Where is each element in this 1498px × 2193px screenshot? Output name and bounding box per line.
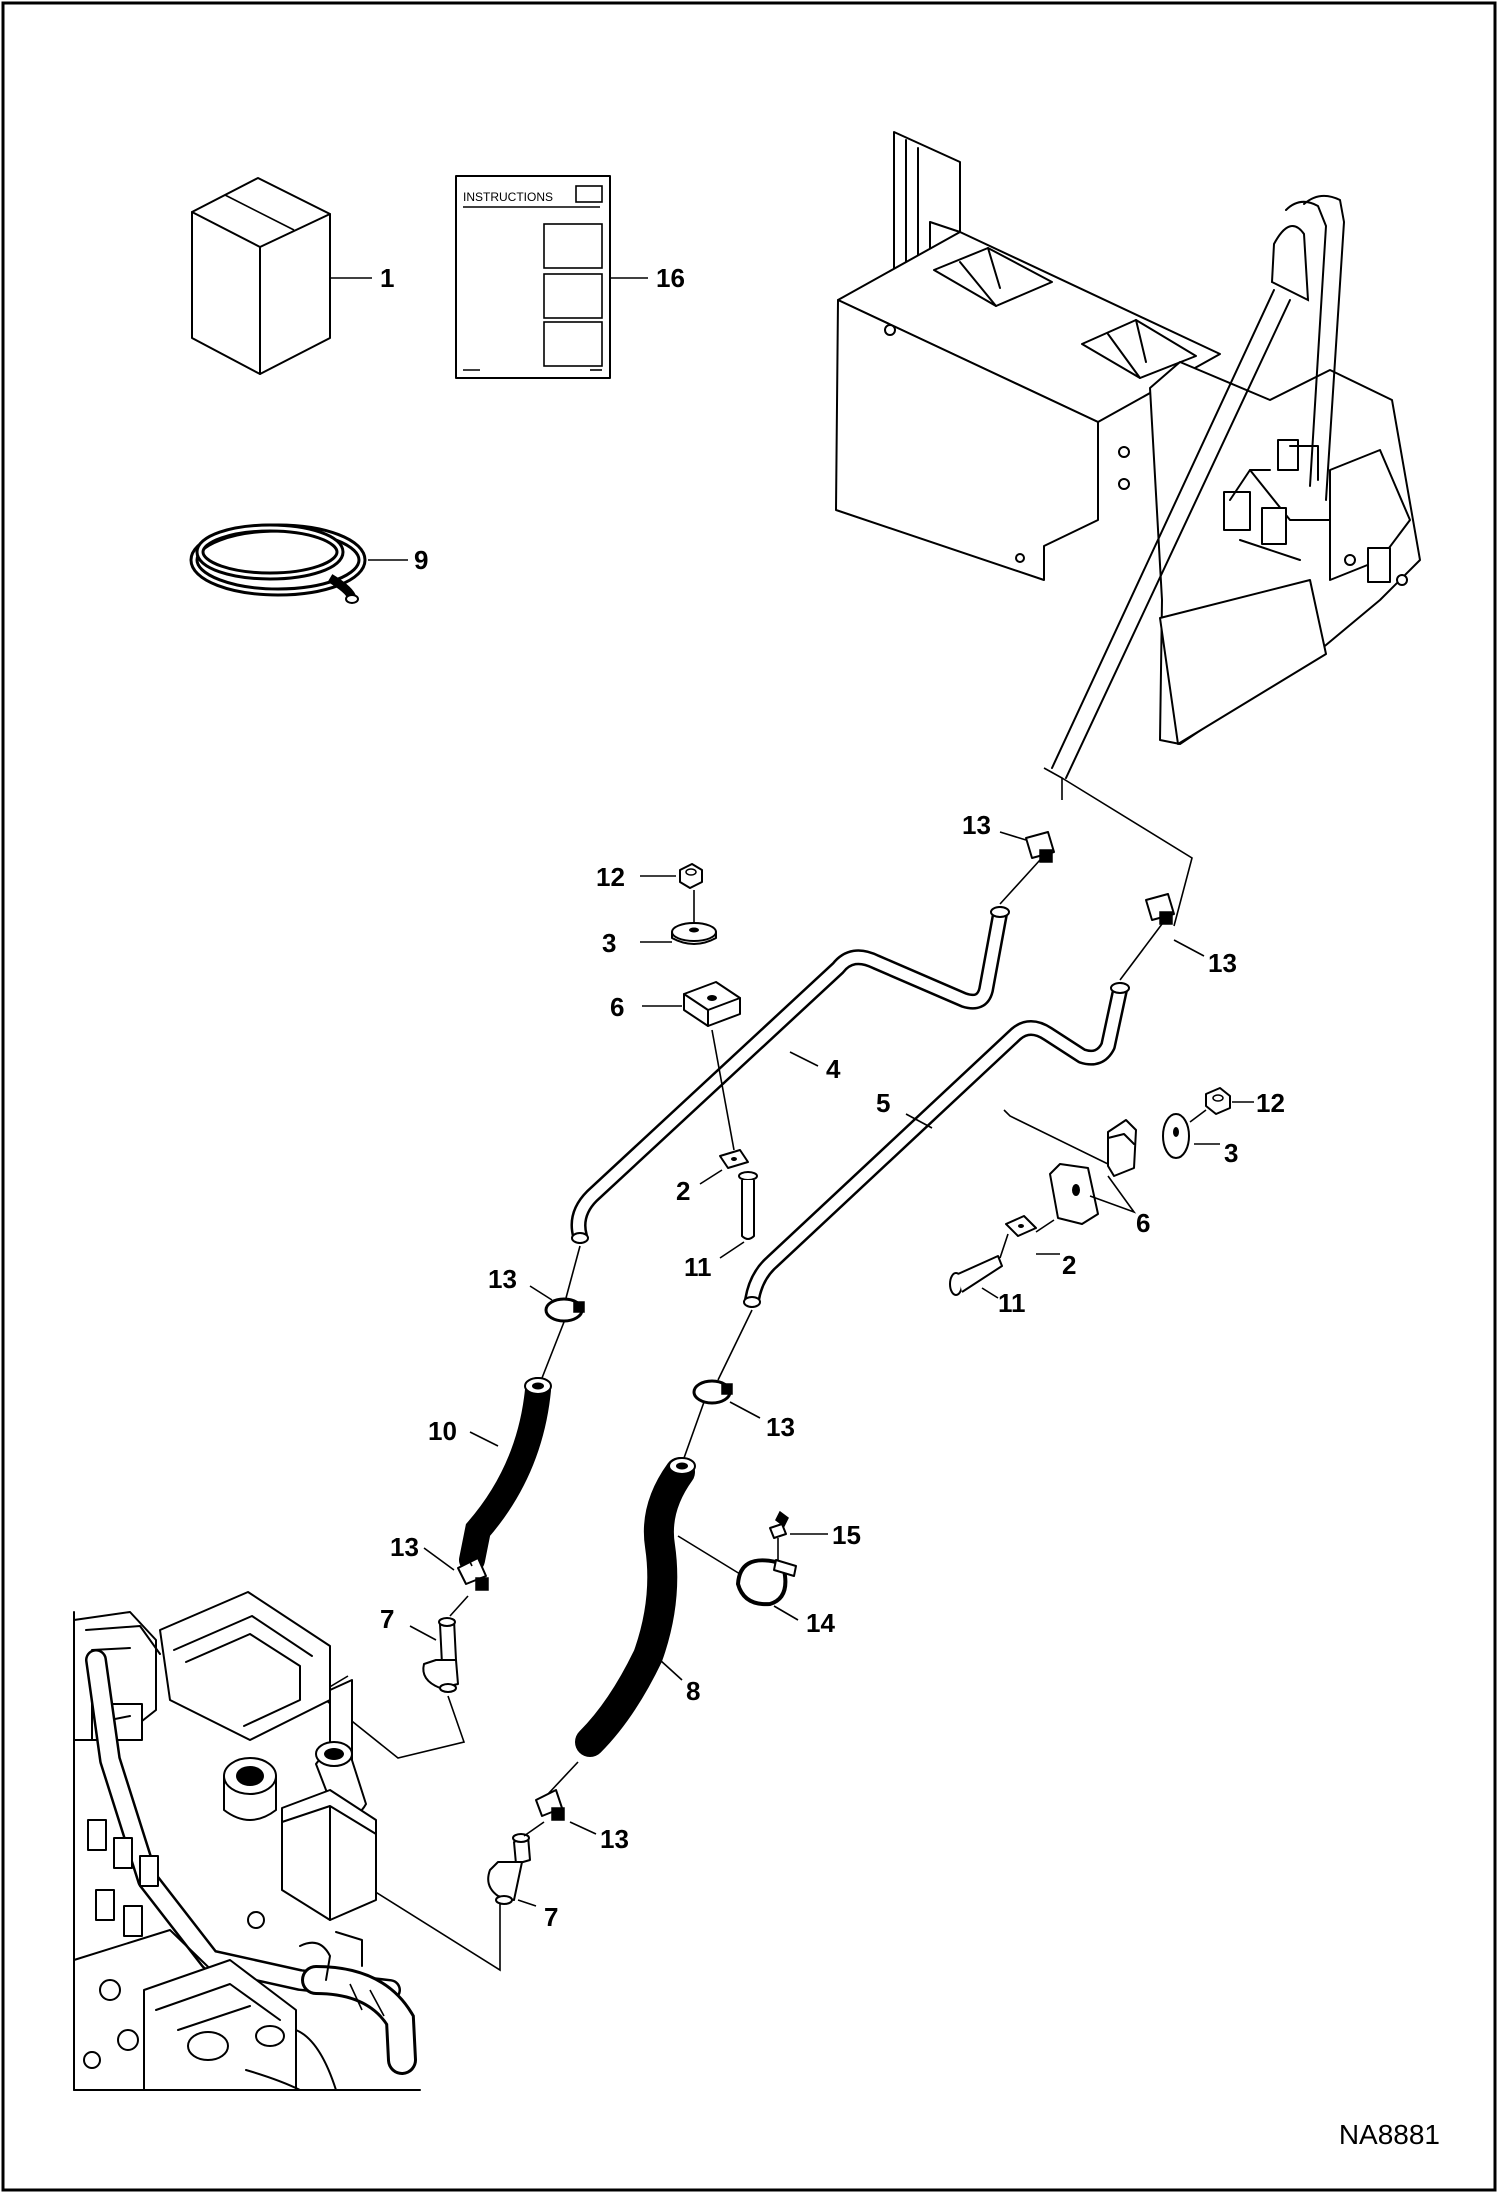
- part-16-instructions-sheet: INSTRUCTIONS: [455, 175, 611, 379]
- part-13-clamp-lower-left: [457, 1557, 489, 1591]
- part-13-clamp-bottom: [535, 1789, 565, 1821]
- callout-7-upper: 7: [380, 1604, 394, 1634]
- callout-11-left: 11: [684, 1252, 712, 1282]
- callout-2-left: 2: [676, 1176, 690, 1206]
- control-console-assembly: [835, 131, 1421, 779]
- callout-16: 16: [656, 263, 685, 293]
- callout-10: 10: [428, 1416, 457, 1446]
- engine-assembly: [73, 1591, 421, 2091]
- part-6-bracket-right: [1049, 1119, 1137, 1225]
- callout-12-right: 12: [1256, 1088, 1285, 1118]
- part-7-fitting-lower: [487, 1833, 531, 1905]
- callout-2-right: 2: [1062, 1250, 1076, 1280]
- callout-3-left: 3: [602, 928, 616, 958]
- part-2-plate-left: [719, 1149, 749, 1169]
- part-7-fitting-upper: [422, 1617, 459, 1693]
- callout-6-right: 6: [1136, 1208, 1150, 1238]
- callout-13-center: 13: [766, 1412, 795, 1442]
- part-4-tube: [570, 906, 1010, 1244]
- part-5-tube: [743, 982, 1130, 1308]
- instructions-heading: INSTRUCTIONS: [463, 190, 553, 204]
- part-12-nut-right: [1205, 1087, 1231, 1115]
- callout-8: 8: [686, 1676, 700, 1706]
- callout-3-right: 3: [1224, 1138, 1238, 1168]
- drawing-id: NA8881: [1339, 2119, 1440, 2150]
- part-8-hose: [575, 1457, 696, 1757]
- part-15-clip: [769, 1510, 789, 1539]
- callout-7-lower: 7: [544, 1902, 558, 1932]
- part-13-clamp-right: [1145, 893, 1175, 925]
- part-1-box: [191, 177, 331, 375]
- callout-13-left: 13: [488, 1264, 517, 1294]
- part-11-bolt-right: [949, 1255, 1003, 1296]
- callout-15: 15: [832, 1520, 861, 1550]
- part-9-hose-coil: [189, 523, 367, 604]
- part-13-clamp-top: [1025, 831, 1055, 863]
- callout-13-right: 13: [1208, 948, 1237, 978]
- callout-4: 4: [826, 1054, 841, 1084]
- callout-12-left: 12: [596, 862, 625, 892]
- callout-1: 1: [380, 263, 394, 293]
- callout-5: 5: [876, 1088, 890, 1118]
- callout-11-right: 11: [998, 1288, 1026, 1318]
- part-13-clamp-left: [544, 1297, 585, 1323]
- part-14-hose-clamp: [735, 1558, 797, 1607]
- callout-13-bottom: 13: [600, 1824, 629, 1854]
- part-3-washer-left: [671, 922, 717, 945]
- part-2-plate-right: [1005, 1215, 1037, 1237]
- callout-14: 14: [806, 1608, 835, 1638]
- part-13-clamp-center: [692, 1379, 733, 1405]
- callout-13-top: 13: [962, 810, 991, 840]
- part-3-washer-right: [1162, 1113, 1190, 1159]
- callout-9: 9: [414, 545, 428, 575]
- part-11-bolt-left: [738, 1171, 758, 1240]
- callout-13-lower-left: 13: [390, 1532, 419, 1562]
- callout-6-left: 6: [610, 992, 624, 1022]
- part-6-bracket-left: [683, 981, 741, 1027]
- part-12-nut-left: [679, 863, 703, 889]
- part-10-hose: [459, 1377, 552, 1573]
